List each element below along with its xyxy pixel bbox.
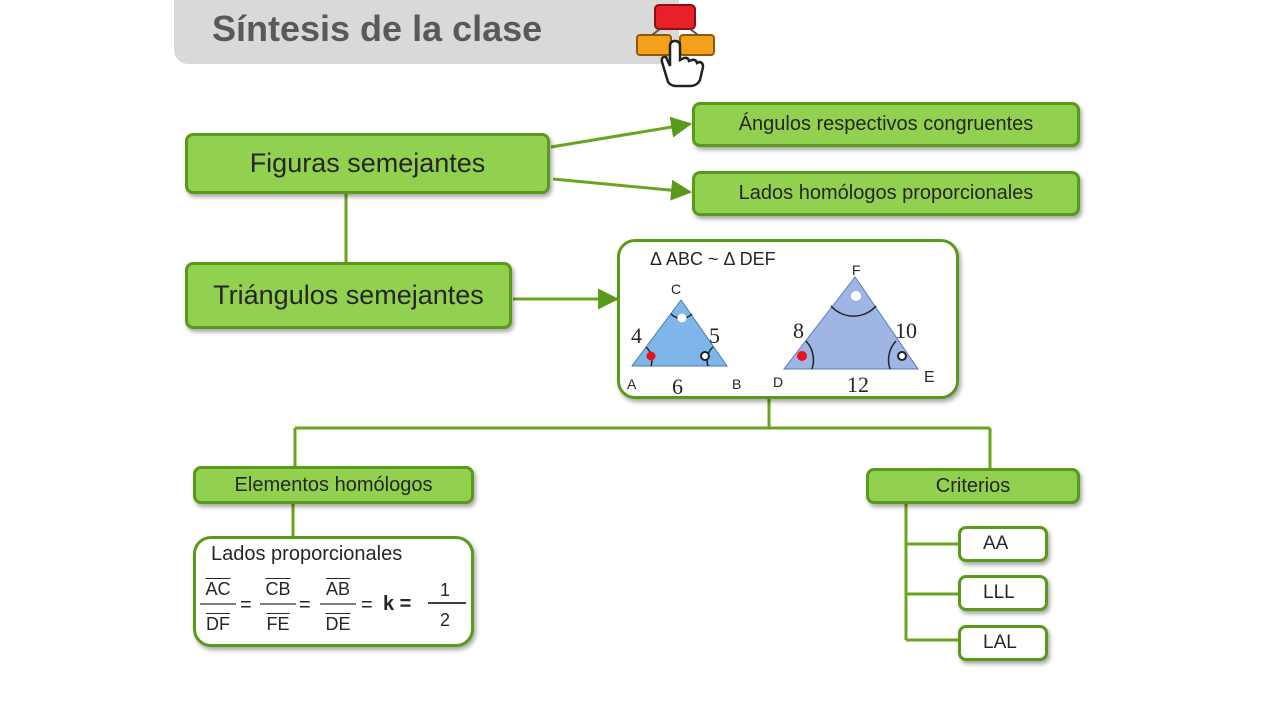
vertex-f: F (852, 262, 861, 278)
frac2-den: FE (266, 614, 290, 634)
frac3-den: DE (325, 614, 351, 634)
similarity-relation: Δ ABC ~ Δ DEF (650, 249, 776, 269)
triangle-panel (617, 239, 959, 399)
side-df: 8 (793, 318, 804, 343)
frac1-bar (200, 603, 236, 605)
lados-homologos-box: Lados homólogos proporcionales (692, 171, 1080, 216)
title-bar (174, 0, 679, 64)
vertex-d: D (773, 374, 784, 390)
vertex-b: B (732, 376, 742, 392)
vertex-c: C (671, 281, 682, 297)
eq-1: = (240, 594, 252, 616)
frac3-num: AB (325, 579, 350, 599)
figuras-semejantes-box: Figuras semejantes (185, 133, 550, 194)
frac2-bar (260, 603, 296, 605)
criterio-aa: AA (958, 526, 1048, 562)
side-ab: 6 (672, 374, 683, 399)
k-bar (428, 602, 466, 604)
angulos-congruentes-box: Ángulos respectivos congruentes (692, 102, 1080, 147)
side-ac: 4 (631, 323, 642, 348)
frac3-bar (320, 603, 356, 605)
frac1-den: DF (206, 614, 230, 634)
k-den: 2 (439, 610, 450, 630)
criterio-lll: LLL (958, 575, 1048, 611)
vertex-e: E (924, 369, 935, 386)
triangulos-semejantes-box: Triángulos semejantes (185, 262, 512, 329)
k-label: k = (383, 593, 412, 615)
elementos-homologos-box: Elementos homólogos (193, 466, 474, 504)
proportion-panel (193, 536, 474, 647)
page-title: Síntesis de la clase (212, 8, 543, 49)
proportion-heading: Lados proporcionales (211, 543, 403, 565)
k-num: 1 (439, 580, 450, 600)
frac2-num: CB (265, 579, 291, 599)
criterios-box: Criterios (866, 468, 1080, 504)
criterio-lal: LAL (958, 625, 1048, 661)
side-bc: 5 (709, 323, 720, 348)
eq-3: = (361, 594, 373, 616)
side-ef: 10 (895, 318, 917, 343)
eq-2: = (299, 594, 311, 616)
side-de: 12 (847, 372, 869, 397)
vertex-a: A (627, 376, 637, 392)
frac1-num: AC (205, 579, 231, 599)
